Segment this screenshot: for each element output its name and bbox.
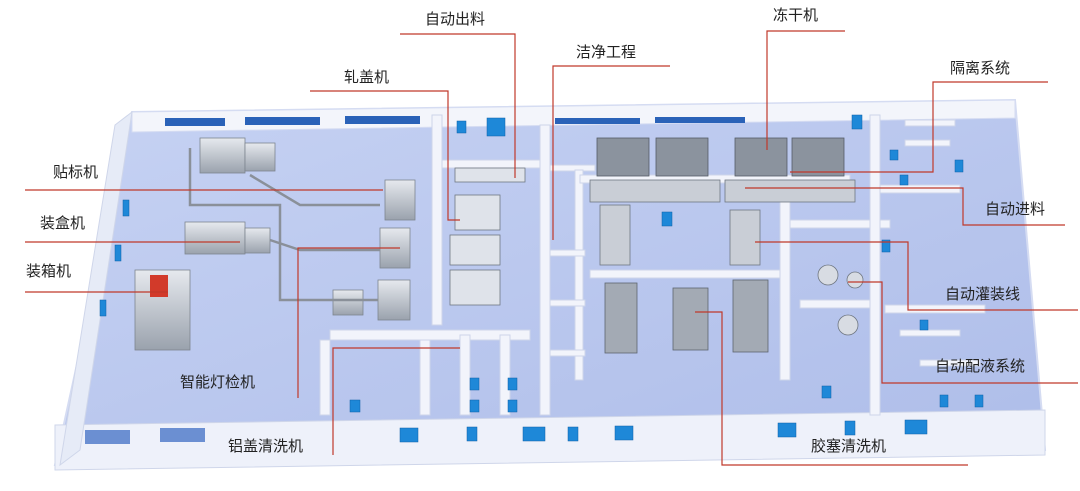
label-smart-light-inspection: 智能灯检机 [180,373,256,391]
leader-freeze-dryer [766,30,845,150]
label-isolation-system: 隔离系统 [950,59,1011,77]
doors [99,114,984,443]
front-wall [54,409,1046,471]
stopper-washers [604,279,769,354]
label-auto-outfeed: 自动出料 [425,10,486,28]
partition-walls [319,114,986,416]
label-case-packer: 装箱机 [26,262,72,280]
label-cartoning-machine: 装盒机 [40,214,86,232]
label-stopper-washer: 胶塞清洗机 [811,437,887,455]
liquid-prep-tanks [817,264,864,336]
freeze-dryers [596,137,845,177]
label-freeze-dryer: 冻干机 [773,6,819,24]
conveyors [188,148,380,302]
leader-isolation-system [790,81,1048,173]
case-packer-unit [150,275,168,297]
label-auto-filling-line: 自动灌装线 [945,285,1021,303]
label-capping-machine: 轧盖机 [344,68,390,86]
leader-smart-light-inspection [297,247,400,398]
back-windows [165,116,745,126]
label-labeling-machine: 贴标机 [53,163,99,181]
leader-cap-washer [332,347,460,455]
left-wall [59,110,133,467]
filling-isolator [589,179,856,266]
label-cap-washer: 铝盖清洗机 [228,437,304,455]
label-clean-engineering: 洁净工程 [576,43,637,61]
label-auto-infeed: 自动进料 [985,200,1046,218]
leader-auto-outfeed [400,33,516,178]
label-auto-liquid-prep: 自动配液系统 [935,357,1026,375]
leader-stopper-washer [695,311,968,466]
capping-line [449,167,526,306]
leader-capping-machine [310,90,460,221]
leader-auto-liquid-prep [848,281,1078,384]
leader-clean-engineering [552,65,670,240]
front-windows [85,428,205,444]
leader-auto-infeed [745,187,1065,226]
leader-auto-filling-line [755,241,1078,311]
leader-lines [25,30,1078,466]
